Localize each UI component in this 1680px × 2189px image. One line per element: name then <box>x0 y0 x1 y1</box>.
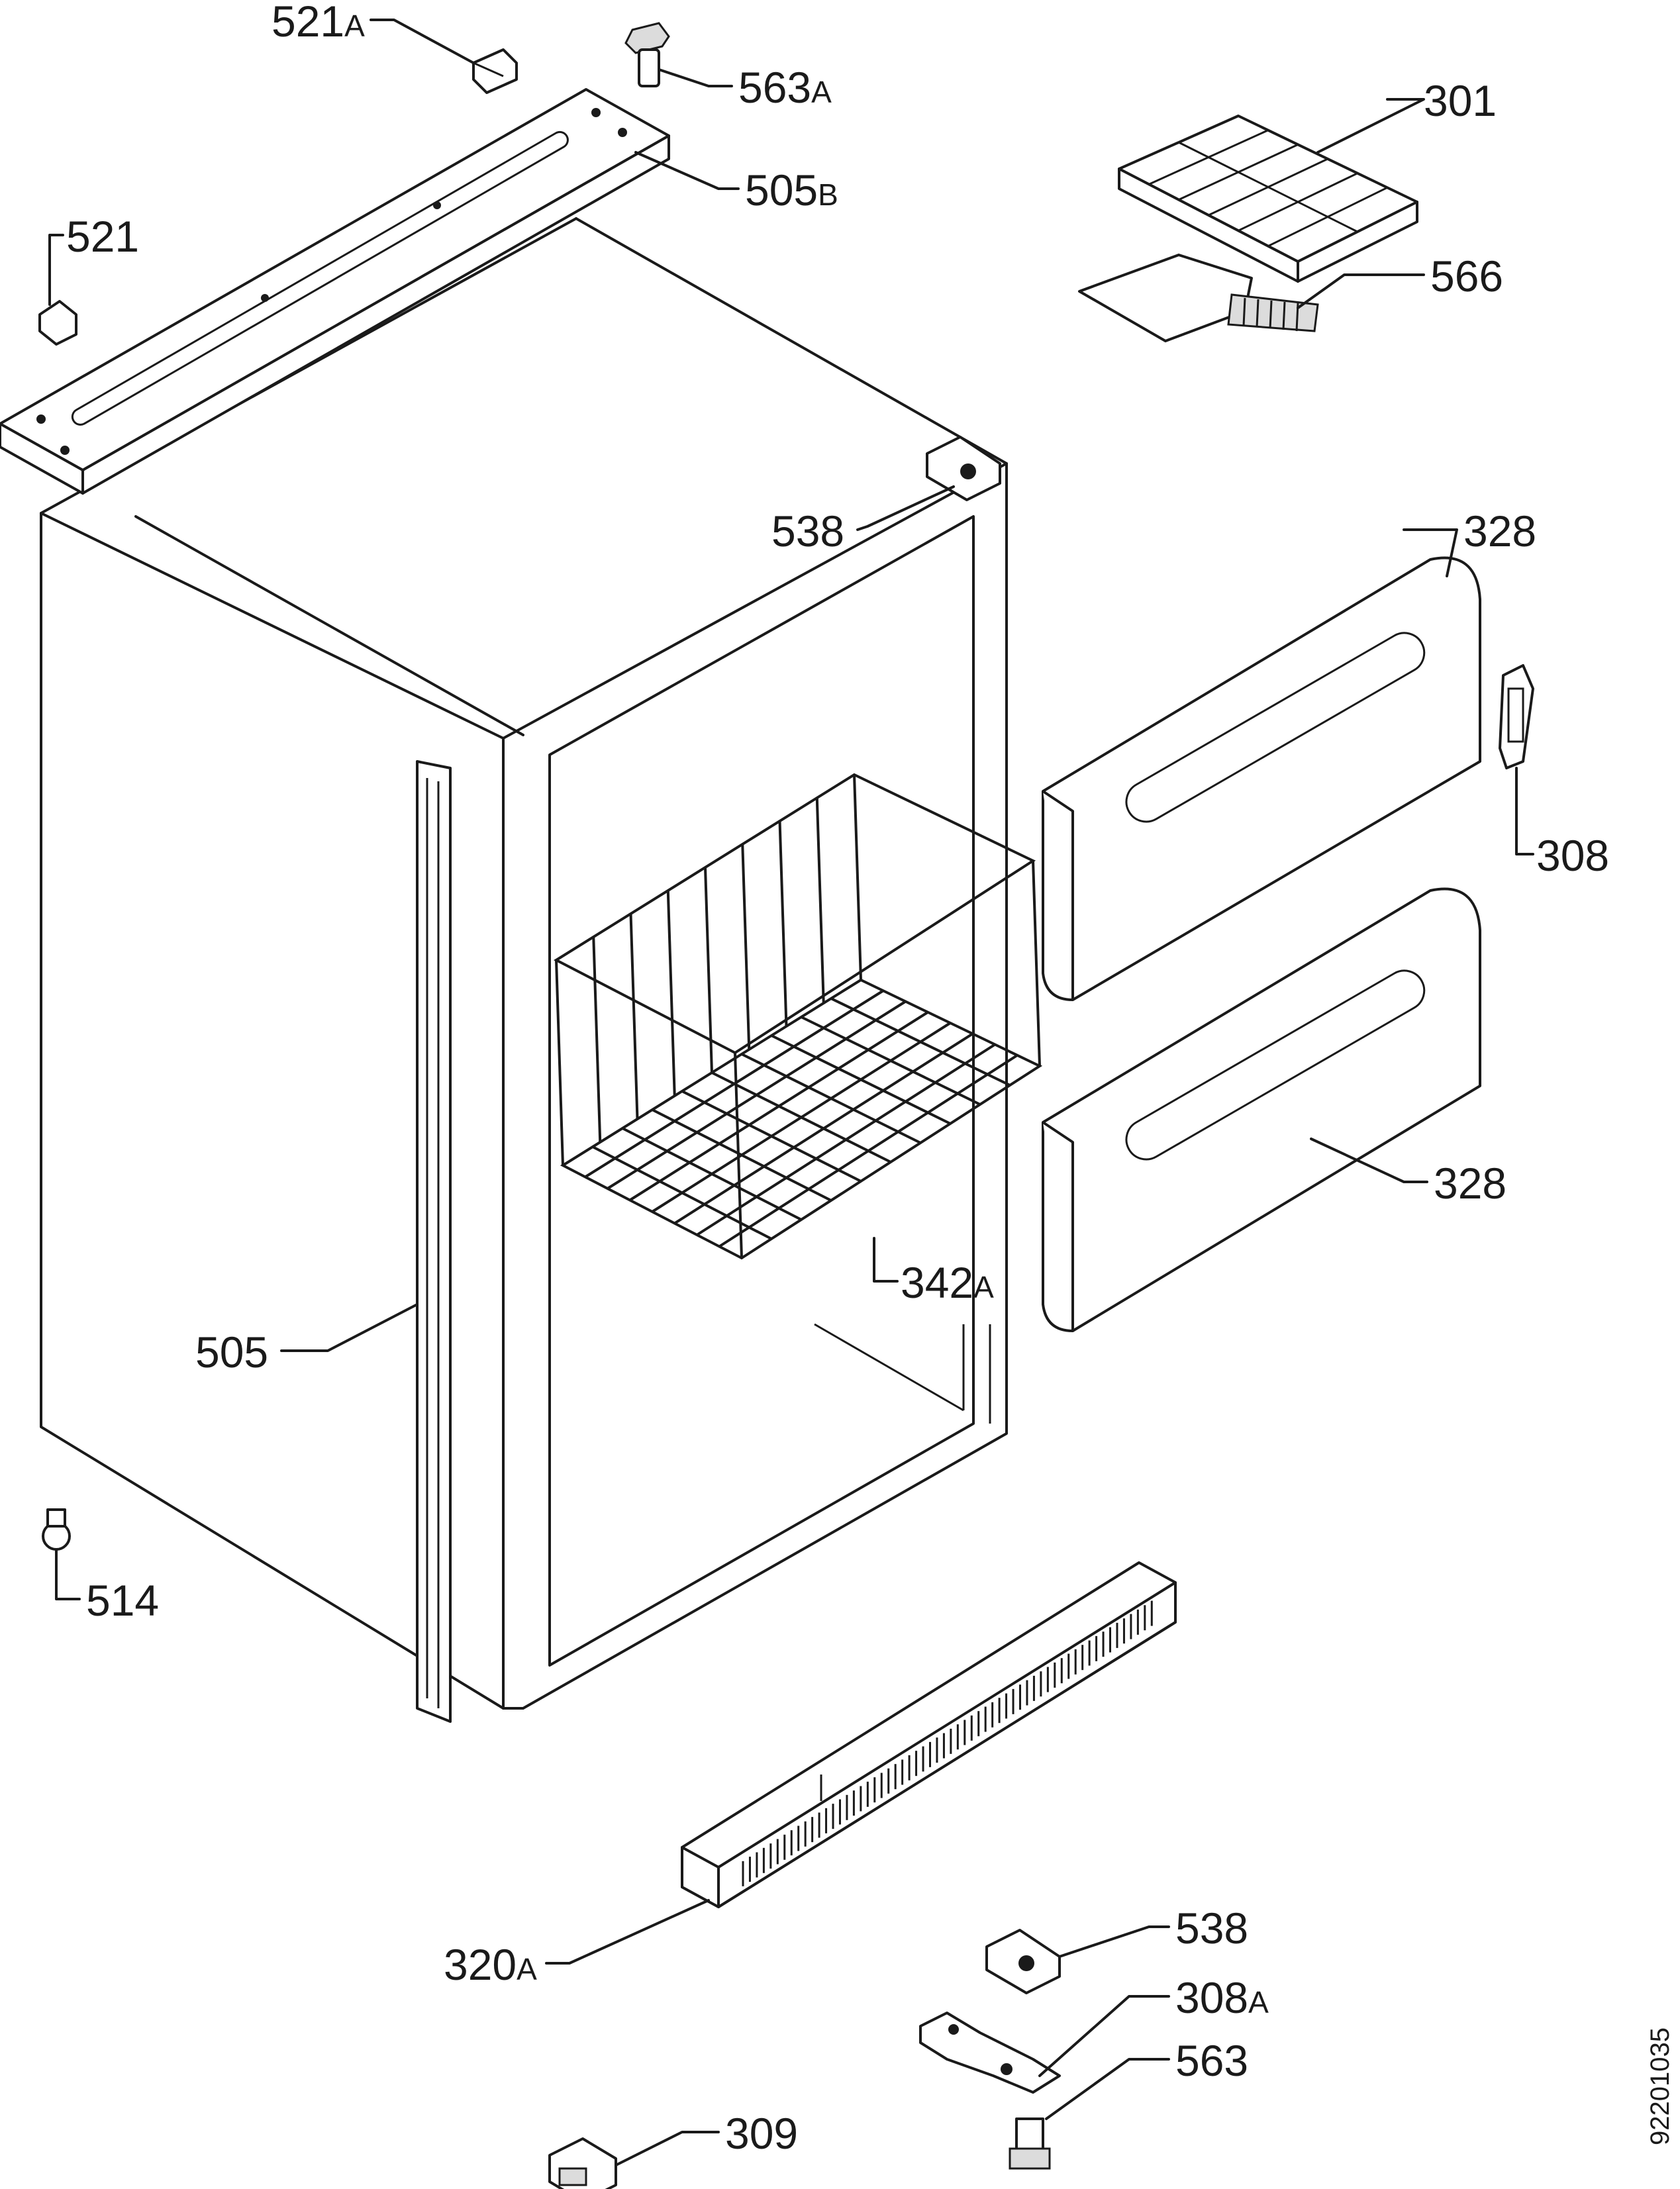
flap-upper <box>1042 556 1481 1001</box>
drawing-stroke <box>815 797 825 1004</box>
drawing-stroke <box>629 913 639 1120</box>
drawing-stroke <box>718 1054 1018 1248</box>
label-328-bottom: 328 <box>1434 1159 1507 1208</box>
label-505: 505 <box>195 1328 268 1377</box>
ice-scraper <box>1078 254 1319 342</box>
top-hinge-bar <box>0 88 670 495</box>
drawing-stroke <box>704 867 713 1073</box>
label-521a: 521A <box>272 0 365 46</box>
label-301: 301 <box>1424 76 1497 125</box>
label-538-bottom: 538 <box>1175 1904 1248 1953</box>
label-505b: 505B <box>745 166 838 215</box>
label-309: 309 <box>725 2109 798 2158</box>
drawing-stroke <box>673 1032 973 1225</box>
hinge-pin-538-top <box>926 436 1001 501</box>
label-538-top: 538 <box>771 507 844 556</box>
label-320a: 320A <box>444 1940 537 1989</box>
hinge-pin-538-bottom <box>985 1929 1061 1994</box>
cap-521 <box>38 300 77 346</box>
flap-lower <box>1042 887 1481 1332</box>
drawing-stroke <box>607 1000 907 1190</box>
label-563a: 563A <box>738 63 832 112</box>
label-342a: 342A <box>901 1258 994 1307</box>
label-514: 514 <box>86 1576 159 1625</box>
door-seal-strip <box>416 760 452 1723</box>
label-521: 521 <box>66 212 139 261</box>
drawing-stroke <box>696 1043 996 1236</box>
hinge-bracket-308a <box>919 2012 1061 2094</box>
freezer-cabinet <box>40 217 1008 1710</box>
drawing-stroke <box>778 820 788 1027</box>
label-566: 566 <box>1430 252 1503 301</box>
drawing-stroke <box>666 890 676 1096</box>
screw-563a <box>624 22 670 87</box>
label-308: 308 <box>1536 831 1609 880</box>
cap-521a <box>472 48 518 94</box>
clip-309 <box>548 2137 617 2189</box>
wire-basket <box>553 773 1043 1260</box>
ventilation-grille <box>681 1561 1177 1908</box>
drawing-stroke <box>592 936 602 1143</box>
basket-grid <box>584 797 1018 1248</box>
document-number: 92201035 <box>1646 2027 1675 2145</box>
screw-563 <box>1009 2117 1051 2170</box>
drawing-stroke <box>1178 141 1358 233</box>
drawing-stroke <box>629 1011 929 1202</box>
latch-308 <box>1499 664 1534 769</box>
label-328-top: 328 <box>1463 507 1536 556</box>
drawing-stroke <box>651 1022 952 1213</box>
drawing-stroke <box>741 844 751 1050</box>
foot-514 <box>42 1508 71 1551</box>
label-563: 563 <box>1175 2036 1248 2085</box>
ice-cube-tray <box>1118 115 1418 283</box>
leader-lines <box>48 19 1534 2166</box>
tray-cells <box>1148 129 1388 248</box>
drawing-stroke <box>584 989 884 1179</box>
grille-slots <box>742 1600 1153 1886</box>
label-308a: 308A <box>1175 1973 1269 2022</box>
